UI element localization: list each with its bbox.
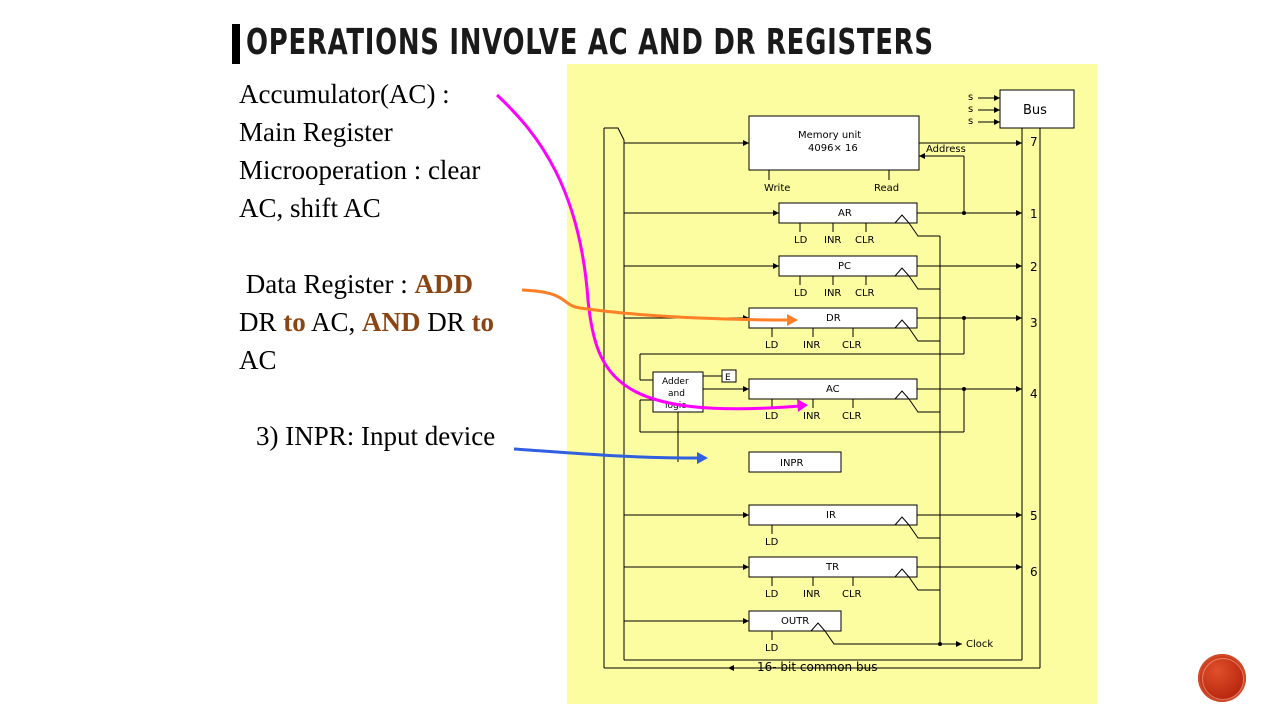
- ac-clr: CLR: [842, 411, 862, 422]
- add-keyword: ADD: [414, 269, 473, 299]
- dr-clr: CLR: [842, 340, 862, 351]
- title-accent-bar: [232, 24, 240, 64]
- s-label-1: s: [968, 92, 973, 103]
- tr-label: TR: [825, 562, 839, 573]
- tr-inr: INR: [803, 589, 820, 600]
- tr-ld: LD: [765, 589, 779, 600]
- ac-inr: INR: [803, 411, 820, 422]
- ir-label: IR: [826, 510, 836, 521]
- bus-number-3: 3: [1030, 316, 1038, 330]
- memory-unit-box: [748, 115, 920, 171]
- ac-ld: LD: [765, 411, 779, 422]
- ar-label: AR: [838, 208, 852, 219]
- address-label: Address: [926, 144, 966, 155]
- pc-clr: CLR: [855, 288, 875, 299]
- outr-ld: LD: [765, 643, 779, 654]
- inpr-arrowhead: [697, 452, 708, 464]
- ac-annotation-arrow: [495, 93, 801, 411]
- adder-line-1: Adder: [662, 377, 689, 387]
- clock-label: Clock: [966, 639, 993, 650]
- inpr-register-box: [748, 451, 842, 473]
- tr-clr: CLR: [842, 589, 862, 600]
- dr-inr: INR: [803, 340, 820, 351]
- data-register-description: Data Register : ADD DR to AC, AND DR to …: [239, 265, 494, 379]
- common-bus-label: 16- bit common bus: [757, 660, 877, 674]
- inpr-label: INPR: [780, 458, 803, 469]
- accumulator-line-2: Main Register: [239, 117, 393, 147]
- accumulator-line-4: AC, shift AC: [239, 193, 381, 223]
- bus-number-2: 2: [1030, 260, 1038, 274]
- to-keyword-2: to: [471, 307, 495, 337]
- memory-unit-label: Memory unit: [798, 130, 861, 141]
- dr-word-1: DR: [239, 307, 284, 337]
- dr-word-2: DR: [420, 307, 472, 337]
- bus-number-5: 5: [1030, 509, 1038, 523]
- write-label: Write: [764, 183, 790, 194]
- accumulator-line-1: Accumulator(AC) :: [239, 79, 450, 109]
- logo-ring-icon: [1202, 658, 1244, 700]
- to-keyword-1: to: [283, 307, 306, 337]
- inpr-annotation-arrow: [513, 447, 701, 460]
- s-label-2: s: [968, 104, 973, 115]
- ar-inr: INR: [824, 235, 841, 246]
- ar-ld: LD: [794, 235, 808, 246]
- data-register-line-3: AC: [239, 345, 277, 375]
- pc-ld: LD: [794, 288, 808, 299]
- data-register-line-1: Data Register : ADD: [239, 265, 494, 303]
- ir-ld: LD: [765, 537, 779, 548]
- s-label-3: s: [968, 116, 973, 127]
- data-register-line-2: DR to AC, AND DR to: [239, 303, 494, 341]
- dr-label: DR: [826, 313, 841, 324]
- and-keyword: AND: [362, 307, 421, 337]
- adder-line-2: and: [668, 389, 685, 399]
- bus-box: [999, 89, 1075, 129]
- bus-number-1: 1: [1030, 207, 1038, 221]
- bus-label: Bus: [1023, 103, 1047, 118]
- accumulator-line-3: Microoperation : clear: [239, 155, 481, 185]
- slide-title: OPERATIONS INVOLVE AC AND DR REGISTERS: [246, 22, 934, 63]
- memory-size-label: 4096× 16: [808, 143, 858, 154]
- data-register-label: Data Register :: [239, 269, 415, 299]
- inpr-description: 3) INPR: Input device: [256, 421, 496, 451]
- ac-word: AC,: [305, 307, 363, 337]
- dr-annotation-arrow: [521, 288, 791, 322]
- dr-ld: LD: [765, 340, 779, 351]
- e-flag-label: E: [725, 373, 731, 383]
- ac-label: AC: [826, 384, 840, 395]
- outr-label: OUTR: [781, 616, 809, 627]
- bus-number-6: 6: [1030, 565, 1038, 579]
- pc-label: PC: [838, 261, 851, 272]
- bus-number-4: 4: [1030, 387, 1038, 401]
- ac-arrowhead: [797, 399, 808, 412]
- read-label: Read: [874, 183, 899, 194]
- ar-clr: CLR: [855, 235, 875, 246]
- adder-line-3: logic: [665, 401, 686, 411]
- bus-number-7: 7: [1030, 135, 1038, 149]
- accumulator-description: Accumulator(AC) : Main Register Microope…: [239, 75, 480, 227]
- pc-inr: INR: [824, 288, 841, 299]
- dr-arrowhead: [787, 314, 798, 326]
